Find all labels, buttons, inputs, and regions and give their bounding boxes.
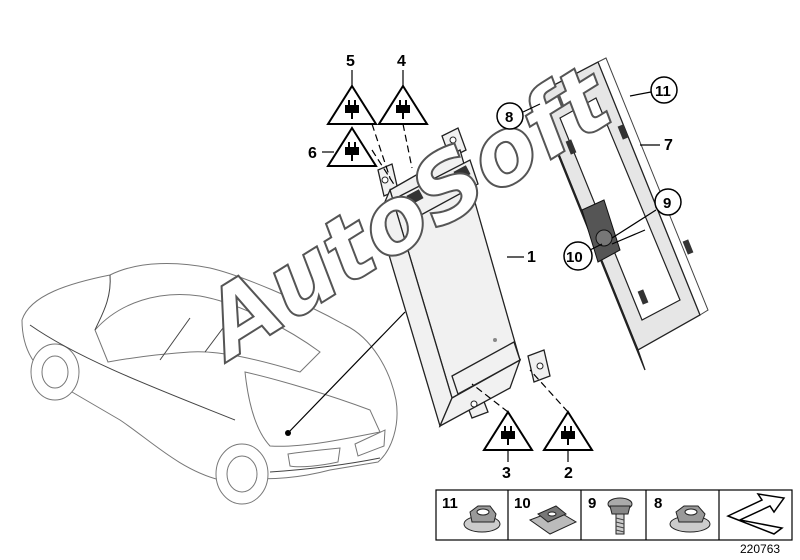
leader-3 [471, 383, 509, 413]
warning-triangle-4 [377, 84, 429, 125]
callout-11: 11 [629, 76, 678, 104]
warning-triangle-5 [326, 84, 378, 125]
diagram-id: 220763 [740, 542, 780, 556]
leader-2 [529, 369, 569, 413]
location-leader [287, 311, 406, 434]
svg-text:10: 10 [566, 249, 583, 266]
callout-1: 1 [527, 249, 536, 266]
svg-text:8: 8 [505, 109, 513, 126]
mounting-bracket [534, 57, 709, 371]
callout-10: 10 [563, 241, 603, 271]
flange-nut-icon [669, 505, 711, 533]
clip-nut-icon [528, 505, 578, 535]
callout-7: 7 [664, 137, 673, 154]
leader-6 [371, 149, 396, 187]
callout-4: 4 [397, 53, 406, 70]
callout-3: 3 [502, 465, 511, 482]
svg-text:11: 11 [655, 83, 671, 100]
hex-flange-nut-icon [463, 505, 501, 533]
direction-arrow-icon [726, 492, 786, 535]
part-number-11: 11 [442, 495, 458, 512]
callout-9: 9 [611, 188, 682, 239]
callout-8: 8 [496, 102, 541, 130]
hex-bolt-icon [607, 497, 633, 535]
callout-6: 6 [308, 145, 317, 162]
svg-text:9: 9 [663, 195, 671, 212]
control-module [377, 127, 551, 428]
warning-triangle-2 [542, 410, 594, 451]
car-outline [21, 263, 398, 505]
part-number-10: 10 [514, 495, 531, 512]
callout-5: 5 [346, 53, 355, 70]
warning-triangle-3 [482, 410, 534, 451]
leader-4 [402, 123, 413, 169]
warning-triangle-6 [326, 126, 378, 167]
parts-strip: 11 10 9 8 [435, 489, 793, 541]
part-number-9: 9 [588, 495, 596, 512]
leader-5 [371, 123, 391, 179]
part-number-8: 8 [654, 495, 662, 512]
callout-2: 2 [564, 465, 573, 482]
